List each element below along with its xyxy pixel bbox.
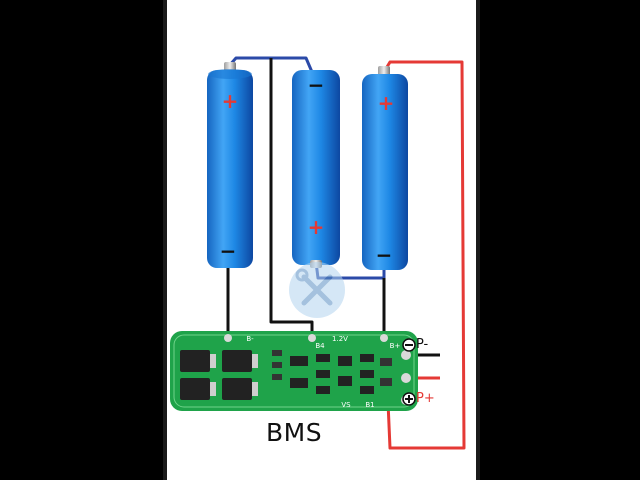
left-edge-strip — [163, 0, 167, 480]
silk-b1: B1 — [365, 401, 374, 409]
battery-1-plus: + — [222, 89, 239, 113]
silk-1-2v: 1.2V — [332, 335, 348, 343]
right-edge-strip — [476, 0, 480, 480]
wrench-screwdriver-icon — [289, 262, 345, 318]
battery-3 — [362, 66, 408, 270]
black-wire-middle — [269, 58, 314, 338]
silk-b-minus: B- — [246, 335, 254, 343]
silk-b-plus: B+ — [390, 342, 401, 350]
battery-2-minus: − — [308, 73, 325, 97]
bms-label: BMS — [266, 418, 323, 447]
battery-3-minus: − — [376, 243, 393, 267]
silk-b4: B4 — [315, 342, 325, 350]
battery-2-plus: + — [308, 215, 325, 239]
battery-3-plus: + — [378, 91, 395, 115]
silk-vs: VS — [341, 401, 351, 409]
p-minus-label: P- — [416, 337, 429, 352]
p-minus-terminal — [402, 338, 416, 352]
p-plus-label: P+ — [416, 391, 435, 406]
battery-1-minus: − — [220, 239, 237, 263]
battery-1 — [207, 62, 253, 268]
bms-board: B- 1.2V B+ B4 VS B1 — [170, 331, 418, 411]
p-plus-terminal — [402, 392, 416, 406]
